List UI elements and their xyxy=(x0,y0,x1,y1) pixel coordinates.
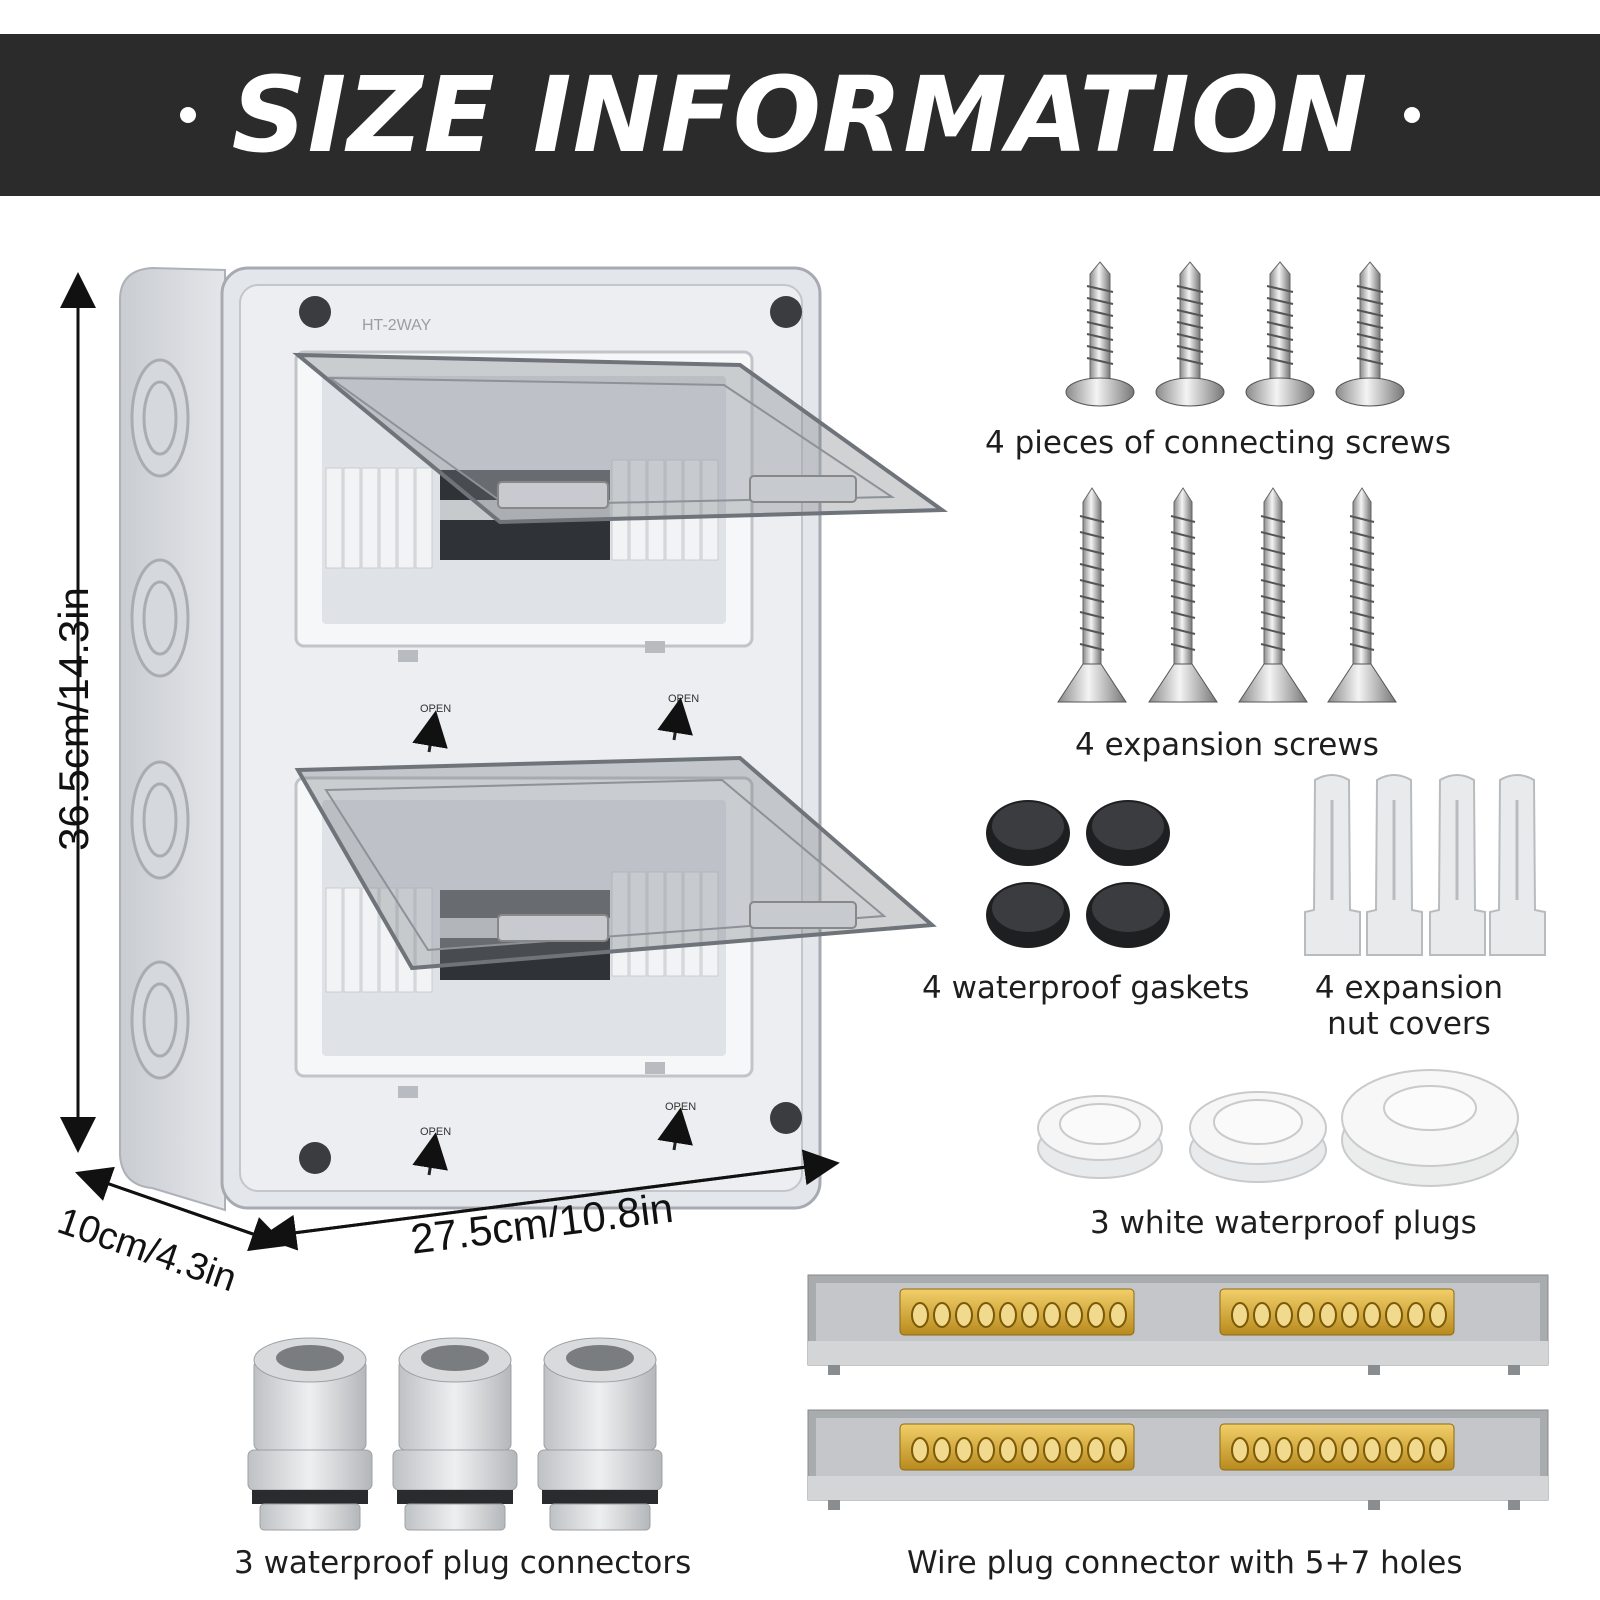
open-label-2: OPEN xyxy=(668,693,699,705)
banner-title-row: SIZE INFORMATION xyxy=(179,54,1421,176)
plug-connectors-caption: 3 waterproof plug connectors xyxy=(234,1545,692,1581)
nut-covers-caption-line2: nut covers xyxy=(1327,1006,1491,1042)
corner-screw-holes xyxy=(299,296,802,1174)
distribution-box: HT-2WAY OPEN OPEN OPEN OPEN xyxy=(119,266,948,1212)
upper-breaker-window xyxy=(292,350,948,662)
white-waterproof-plugs xyxy=(1037,1069,1519,1187)
open-label-3: OPEN xyxy=(420,1126,451,1138)
expansion-screws xyxy=(1057,487,1397,703)
bullet-dot-left xyxy=(179,107,196,123)
expansion-nut-covers xyxy=(1304,774,1546,956)
title-banner: SIZE INFORMATION xyxy=(0,34,1600,196)
open-arrows xyxy=(412,697,693,1176)
bullet-dot-right xyxy=(1404,107,1421,123)
lower-breaker-window xyxy=(294,755,937,1098)
white-plugs-caption: 3 white waterproof plugs xyxy=(1090,1205,1477,1241)
connecting-screws-caption: 4 pieces of connecting screws xyxy=(985,425,1451,461)
expansion-screws-caption: 4 expansion screws xyxy=(1075,727,1379,763)
connecting-screws xyxy=(1065,261,1405,407)
open-label-1: OPEN xyxy=(420,703,451,715)
wire-connector-caption: Wire plug connector with 5+7 holes xyxy=(907,1545,1463,1581)
nut-covers-caption: 4 expansion nut covers xyxy=(1304,970,1514,1042)
waterproof-gaskets xyxy=(986,800,1170,948)
side-knockouts xyxy=(130,358,190,1080)
waterproof-plug-connectors xyxy=(247,1337,663,1531)
open-label-4: OPEN xyxy=(665,1101,696,1113)
wire-plug-connectors xyxy=(807,1274,1549,1510)
model-label: HT-2WAY xyxy=(362,317,432,334)
gaskets-caption: 4 waterproof gaskets xyxy=(922,970,1250,1006)
nut-cover-slits xyxy=(1330,800,1519,900)
banner-title: SIZE INFORMATION xyxy=(231,54,1369,176)
nut-covers-caption-line1: 4 expansion xyxy=(1314,970,1504,1006)
dimension-lines xyxy=(60,272,840,1252)
height-dimension-label: 36.5cm/14.3in xyxy=(50,587,97,851)
